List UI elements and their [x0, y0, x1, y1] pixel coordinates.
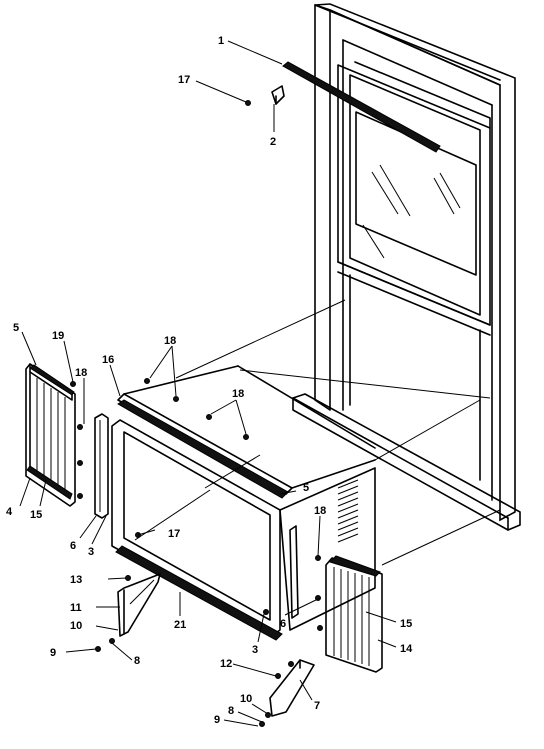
label-part-2: 2	[270, 136, 276, 148]
label-part-7: 7	[314, 700, 320, 712]
label-part-17: 17	[178, 74, 190, 86]
cabinet-sleeve	[111, 365, 376, 641]
left-side-curtain	[25, 363, 76, 507]
label-part-5: 5	[303, 482, 309, 494]
label-part-15: 15	[30, 509, 42, 521]
leader-lines	[19, 40, 397, 727]
reference-lines	[175, 299, 501, 566]
label-part-10: 10	[70, 620, 82, 632]
part-1-seal-strip	[282, 61, 441, 153]
label-part-14: 14	[400, 643, 413, 655]
label-part-3: 3	[252, 644, 258, 656]
louver-grille	[337, 479, 359, 543]
label-part-4: 4	[6, 506, 13, 518]
label-part-13: 13	[70, 574, 82, 586]
label-part-9: 9	[214, 714, 220, 726]
label-part-15: 15	[400, 618, 412, 630]
label-part-8: 8	[134, 655, 140, 667]
label-part-18: 18	[232, 388, 244, 400]
label-part-18: 18	[164, 335, 176, 347]
label-part-21: 21	[174, 619, 186, 631]
label-part-3: 3	[88, 546, 94, 558]
label-part-11: 11	[70, 602, 82, 614]
label-part-18: 18	[75, 367, 87, 379]
label-part-6: 6	[280, 618, 286, 630]
label-part-17: 17	[168, 528, 180, 540]
label-part-1: 1	[218, 35, 224, 47]
part-2-bracket	[271, 85, 285, 105]
left-support-bracket	[117, 573, 161, 637]
right-side-curtain	[325, 555, 383, 673]
part-labels: 1 17 2 5 19 16 18 18 18 4 15 6 3 17 5 18…	[6, 35, 413, 726]
label-part-12: 12	[220, 658, 232, 670]
part-17-screw-top	[245, 100, 251, 106]
label-part-19: 19	[52, 330, 64, 342]
right-support-bracket	[269, 659, 315, 717]
label-part-9: 9	[50, 647, 56, 659]
label-part-16: 16	[102, 354, 114, 366]
window-frame	[292, 3, 521, 531]
left-angle-channel	[94, 413, 109, 519]
label-part-8: 8	[228, 705, 234, 717]
label-part-10: 10	[240, 693, 252, 705]
label-part-6: 6	[70, 540, 76, 552]
label-part-18: 18	[314, 505, 326, 517]
label-part-5: 5	[13, 322, 19, 334]
